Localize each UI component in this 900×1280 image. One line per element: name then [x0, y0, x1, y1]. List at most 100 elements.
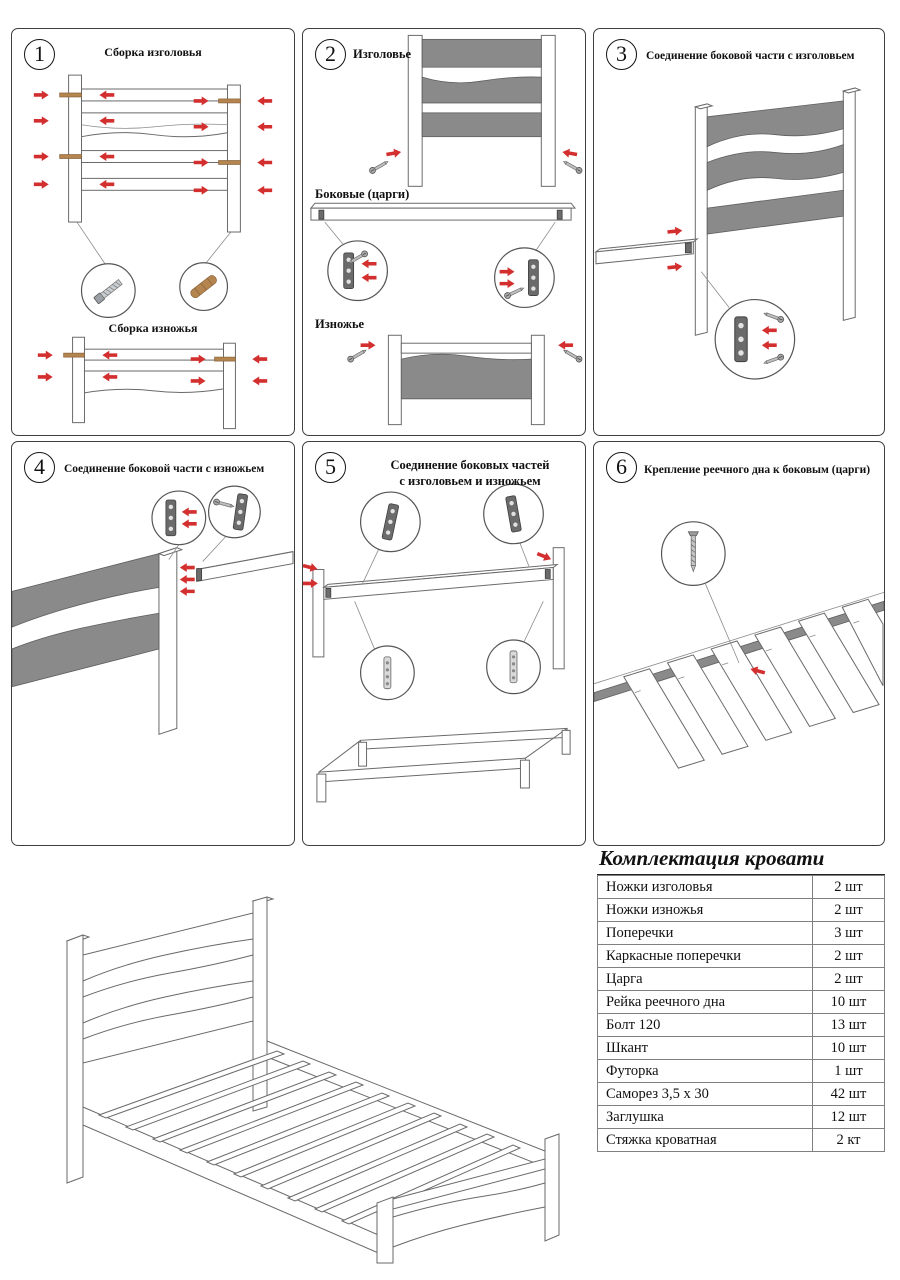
- part-qty: 1 шт: [812, 1059, 885, 1083]
- panel6-title: Крепление реечного дна к боковым (царги): [644, 464, 871, 476]
- bracket-icon: [527, 259, 539, 297]
- panel2-label-footboard: Изножье: [315, 317, 365, 331]
- red-arrow-icon: [33, 116, 49, 126]
- step-number-text: 2: [325, 41, 336, 66]
- part-qty: 2 шт: [812, 967, 885, 991]
- bracket-icon: [165, 499, 177, 537]
- flat-bracket-icon: [509, 650, 518, 684]
- step-number-5: 5: [315, 452, 346, 483]
- part-name: Заглушка: [597, 1105, 813, 1129]
- side-rail-3d-drawing: [594, 225, 700, 273]
- assembled-bed-drawing: [65, 896, 560, 1264]
- panel2-drawing: [309, 34, 584, 426]
- part-name: Каркасные поперечки: [597, 944, 813, 968]
- part-qty: 42 шт: [812, 1082, 885, 1106]
- step-number-text: 5: [325, 454, 336, 479]
- panel4-title: Соединение боковой части с изножьем: [64, 463, 265, 475]
- part-qty: 2 шт: [812, 898, 885, 922]
- rail-joining-drawing: [179, 551, 294, 596]
- panel3-title: Соединение боковой части с изголовьем: [646, 50, 855, 62]
- part-qty: 10 шт: [812, 990, 885, 1014]
- step-number-1: 1: [24, 39, 55, 70]
- panel5-title-line1: Соединение боковых частей: [390, 458, 550, 472]
- bracket-icon: [734, 316, 748, 363]
- bracket-detail-circles: [354, 483, 544, 701]
- red-arrow-icon: [257, 158, 273, 167]
- red-arrow-icon: [33, 152, 49, 162]
- part-name: Поперечки: [597, 921, 813, 945]
- panel5-title-line2: с изголовьем и изножьем: [399, 474, 541, 488]
- screw-icon: [561, 347, 584, 364]
- red-arrow-icon: [33, 179, 49, 189]
- step-number-text: 3: [616, 41, 627, 66]
- part-qty: 13 шт: [812, 1013, 885, 1037]
- panel2-label-side-rails: Боковые (царги): [315, 187, 410, 201]
- red-arrow-icon: [667, 225, 683, 237]
- red-arrow-icon: [257, 122, 273, 132]
- side-rail-drawing: [309, 202, 577, 309]
- assembled-bed-section: [15, 855, 595, 1270]
- red-arrow-icon: [179, 574, 195, 584]
- headboard-3d-drawing: [693, 87, 862, 336]
- slatted-base-drawing: [594, 591, 884, 769]
- part-qty: 2 кт: [812, 1128, 885, 1152]
- bracket-icon: [343, 252, 355, 290]
- red-arrow-icon: [667, 261, 683, 273]
- red-arrow-icon: [33, 90, 49, 100]
- part-name: Стяжка кроватная: [597, 1128, 813, 1152]
- headboard-assembly-drawing: [33, 74, 273, 266]
- part-qty: 2 шт: [812, 944, 885, 968]
- red-arrow-icon: [179, 586, 195, 596]
- step-panel-5: 5 Соединение боковых частей с изголовьем…: [302, 441, 586, 846]
- footboard-drawing: [346, 334, 584, 426]
- step-panel-1: 1 Сборка изголовья Сборка изножья: [11, 28, 295, 436]
- part-name: Рейка реечного дна: [597, 990, 813, 1014]
- step-panel-4: 4 Соединение боковой части с изножьем: [11, 441, 295, 846]
- step-number-2: 2: [315, 39, 346, 70]
- bracket-detail-circle: [700, 271, 796, 380]
- footboard: [376, 1133, 560, 1264]
- red-arrow-icon: [360, 340, 376, 350]
- bracket-detail-circles: [151, 485, 261, 562]
- red-arrow-icon: [561, 147, 578, 159]
- fastener-detail-circles: [80, 262, 229, 318]
- part-name: Болт 120: [597, 1013, 813, 1037]
- screw-icon: [346, 347, 369, 364]
- part-name: Шкант: [597, 1036, 813, 1060]
- red-arrow-icon: [385, 147, 402, 159]
- part-name: Футорка: [597, 1059, 813, 1083]
- red-arrow-icon: [558, 340, 574, 350]
- rail-with-posts-drawing: [303, 547, 565, 670]
- red-arrow-icon: [37, 372, 53, 382]
- bed-frame-and-slats: [82, 1040, 556, 1256]
- step-panel-3: 3 Соединение боковой части с изголовьем: [593, 28, 885, 436]
- part-name: Саморез 3,5 х 30: [597, 1082, 813, 1106]
- panel2-label-headboard: Изголовье: [353, 47, 412, 61]
- panel1-title-headboard: Сборка изголовья: [104, 45, 202, 59]
- step-panel-2: 2 Изголовье Боковые (царги) Изножье: [302, 28, 586, 436]
- part-name: Ножки изножья: [597, 898, 813, 922]
- step-number-text: 1: [34, 41, 45, 66]
- red-arrow-icon: [252, 376, 268, 386]
- panel6-drawing: [594, 521, 884, 769]
- part-qty: 10 шт: [812, 1036, 885, 1060]
- red-arrow-icon: [252, 354, 268, 364]
- step-number-text: 6: [616, 454, 627, 479]
- footboard-side-drawing: [12, 546, 184, 736]
- panel1-title-footboard: Сборка изножья: [108, 321, 198, 335]
- headboard-drawing: [368, 34, 584, 187]
- footboard-assembly-drawing: [37, 336, 268, 430]
- screw-detail-circle: [660, 521, 766, 678]
